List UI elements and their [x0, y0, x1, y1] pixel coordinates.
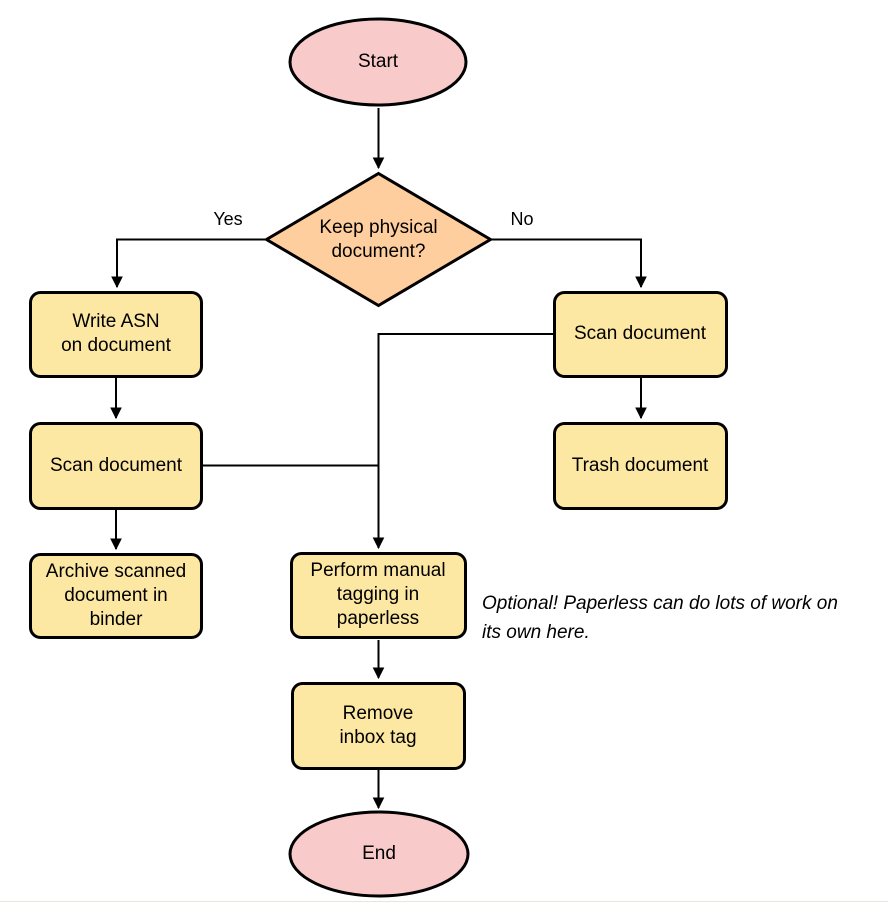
tagging-node-label-line: paperless	[336, 608, 420, 629]
trash-node-shape	[553, 422, 728, 510]
start-node-shape	[288, 17, 468, 107]
decision-node-shape	[263, 171, 494, 308]
scan-left-node-label: Scan document	[30, 423, 202, 508]
page-bottom-edge-line	[0, 901, 888, 902]
annotation-note: Optional! Paperless can do lots of work …	[482, 589, 882, 647]
trash-node-label-line: Trash document	[571, 454, 709, 476]
write-asn-node-label: Write ASN on document	[30, 292, 202, 376]
archive-node-label: Archive scanned document in binder	[30, 554, 202, 637]
scan-left-node-label-line: Scan document	[49, 454, 183, 476]
decision-node-label-line: Keep physical	[319, 216, 438, 238]
archive-node-shape	[29, 553, 203, 639]
remove-inbox-node-label-line: Remove	[342, 702, 414, 724]
trash-node-label: Trash document	[554, 423, 726, 508]
end-node-label-line: End	[362, 843, 396, 864]
scan-left-node-shape	[29, 422, 203, 510]
end-node-shape	[288, 810, 470, 898]
tagging-node-shape	[290, 552, 467, 639]
edge-decision-no-to-scan-right	[492, 238, 641, 288]
no-edge-label: No	[510, 209, 534, 229]
tagging-node-label-line: Perform manual	[310, 560, 446, 581]
scan-right-node-label: Scan document	[554, 292, 726, 376]
start-node-label-line: Start	[357, 51, 399, 72]
scan-right-node-label-line: Scan document	[573, 323, 707, 344]
remove-inbox-node-shape	[291, 682, 466, 770]
edge-layer	[116, 108, 641, 808]
archive-node-label-line: binder	[89, 608, 143, 630]
decision-node-label-line: document?	[331, 240, 426, 262]
write-asn-node-label-line: Write ASN	[72, 311, 160, 332]
tagging-node-label: Perform manual tagging in paperless	[291, 553, 465, 637]
scan-right-node-shape	[553, 291, 728, 378]
decision-node-label: Keep physical document?	[266, 172, 491, 307]
annotation-note-line: its own here.	[482, 622, 590, 643]
edge-decision-yes-to-write-asn	[117, 238, 265, 288]
write-asn-node-label-line: on document	[61, 335, 171, 356]
annotation-note-line: Optional! Paperless can do lots of work …	[482, 593, 838, 614]
remove-inbox-node-label: Remove inbox tag	[292, 683, 464, 768]
end-node-label: End	[289, 814, 469, 894]
edge-scan-right-to-tagging	[379, 333, 553, 548]
archive-node-label-line: Archive scanned	[45, 560, 187, 582]
tagging-node-label-line: tagging in	[336, 584, 420, 605]
archive-node-label-line: document in	[64, 584, 168, 606]
yes-edge-label: Yes	[213, 209, 243, 229]
write-asn-node-shape	[29, 291, 203, 378]
start-node-label: Start	[288, 19, 468, 105]
remove-inbox-node-label-line: inbox tag	[339, 726, 417, 748]
